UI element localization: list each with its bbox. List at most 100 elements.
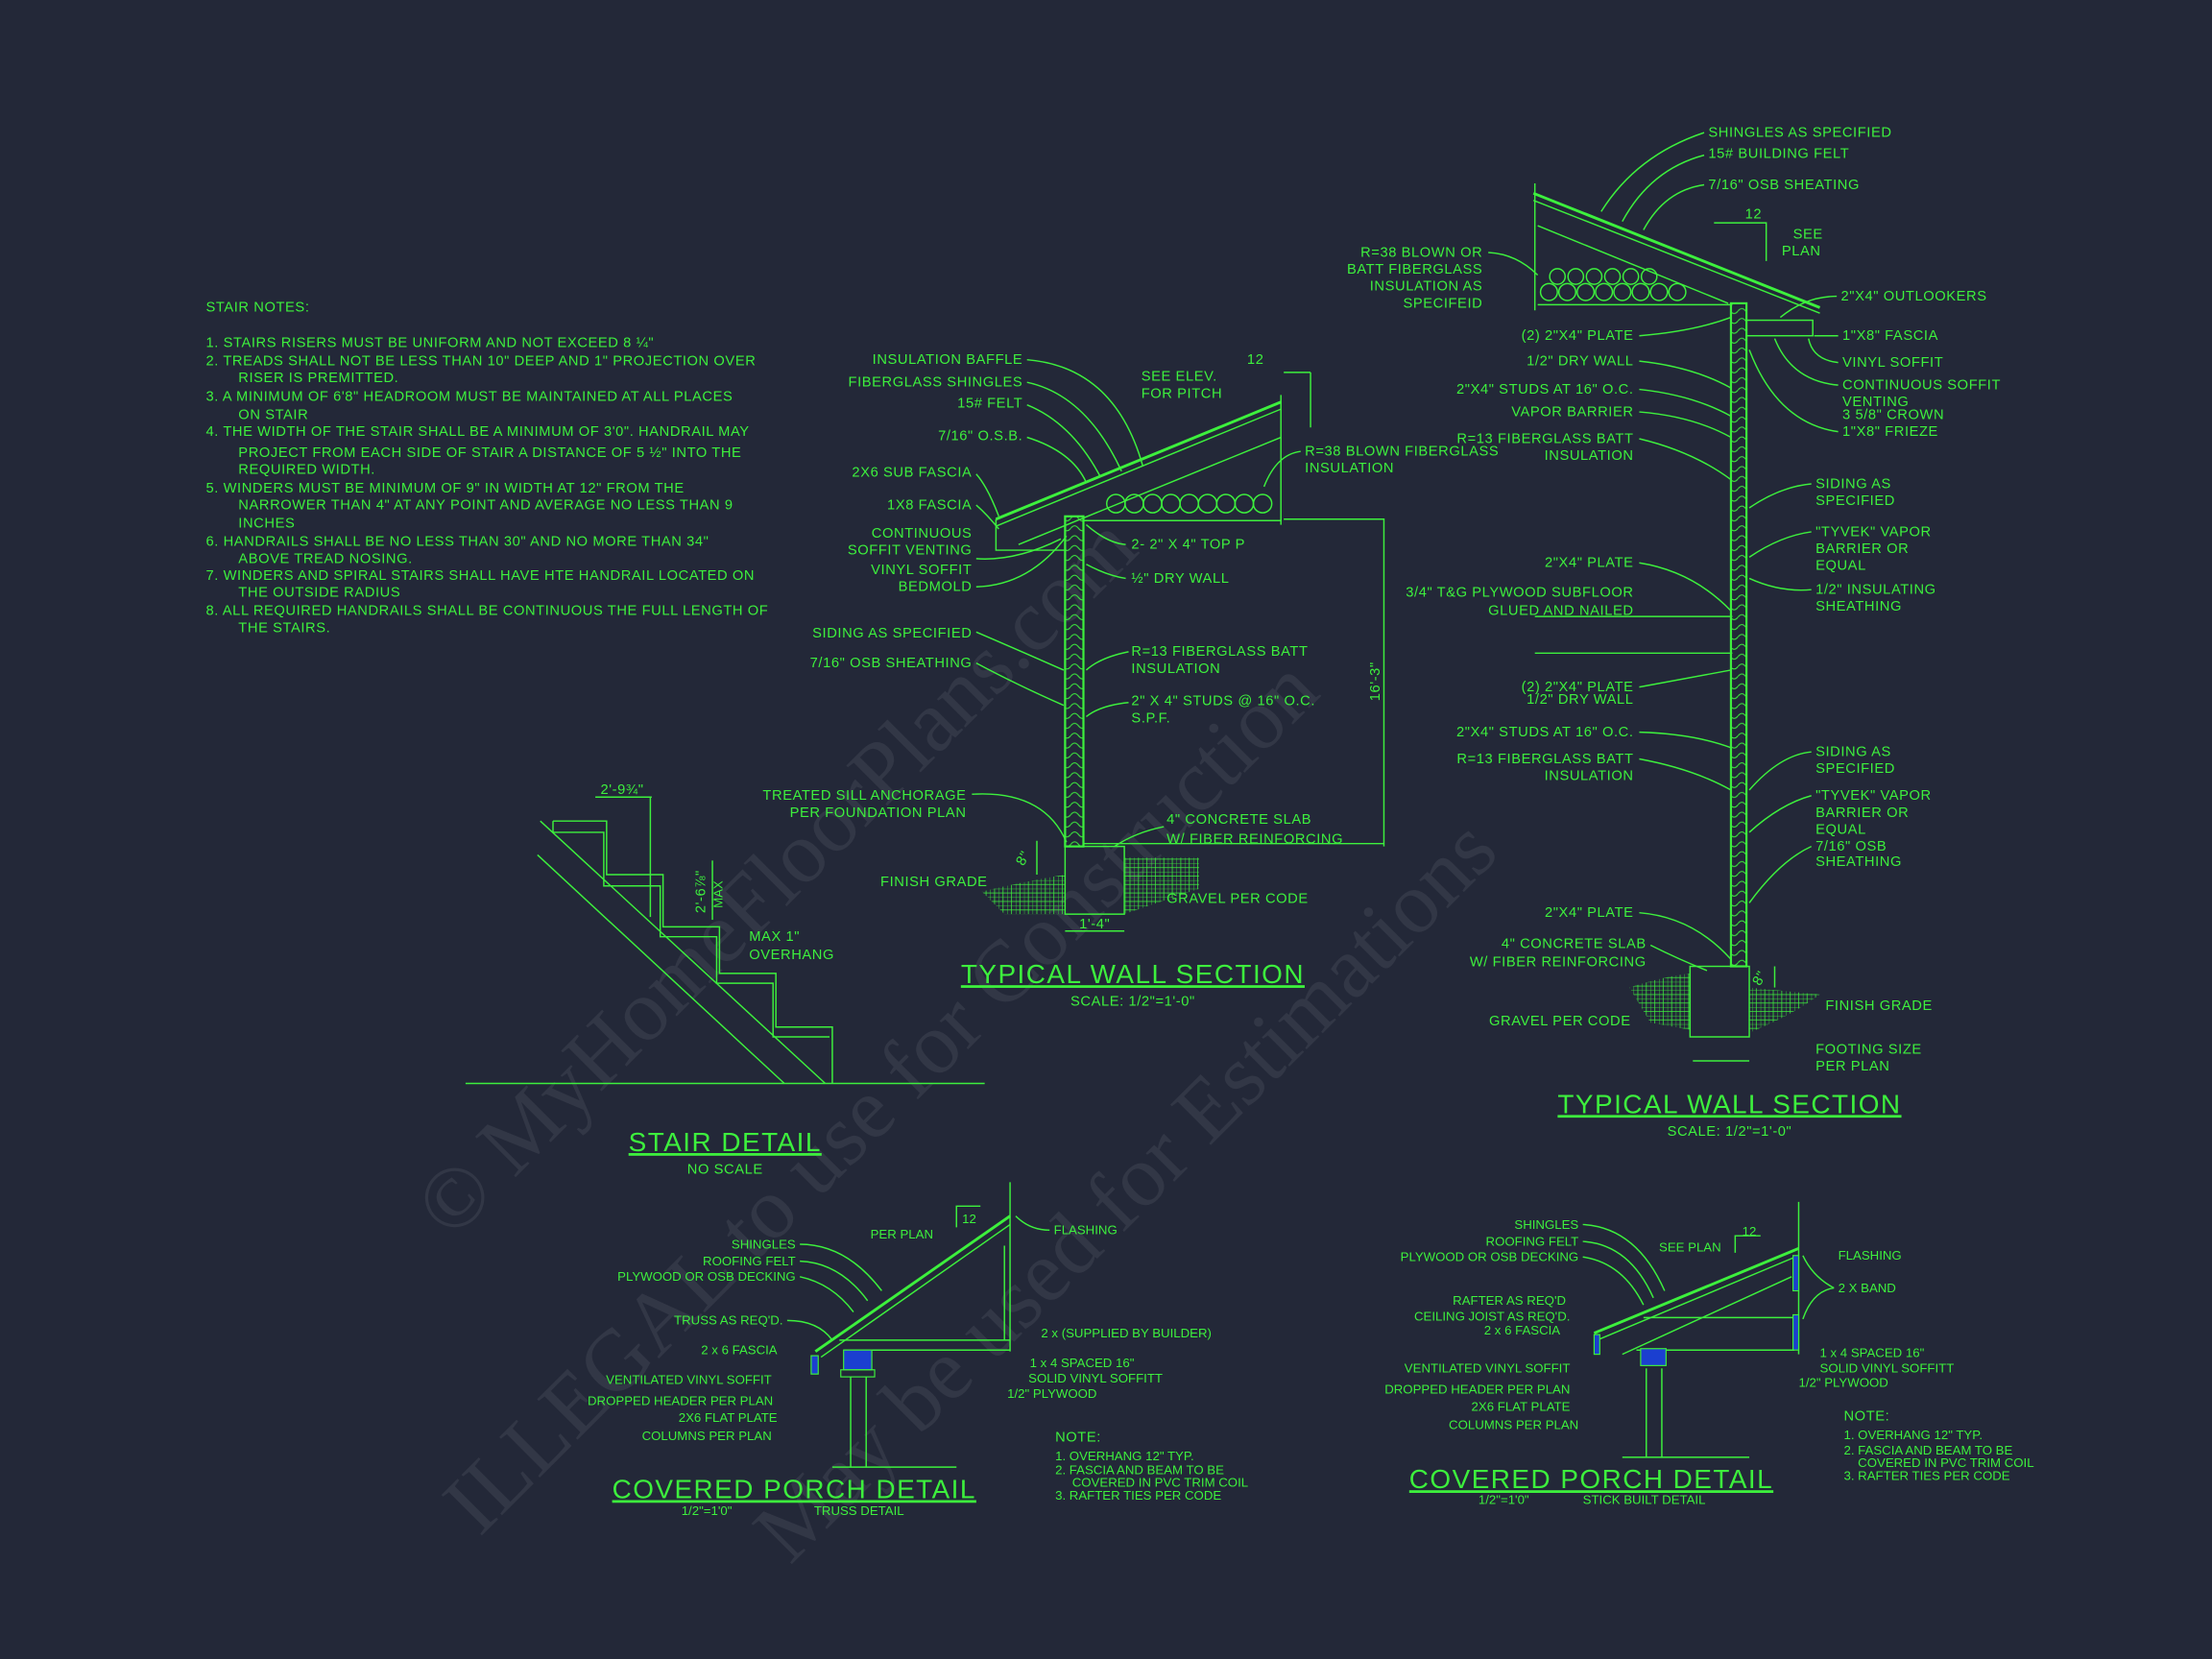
label: 12 <box>1745 207 1763 223</box>
label: DROPPED HEADER PER PLAN <box>1384 1382 1570 1397</box>
label: 3 5/8" CROWN <box>1842 407 1944 422</box>
label: 2"X4" OUTLOOKERS <box>1841 289 1987 304</box>
dimension-label: 16'-3" <box>1368 661 1383 701</box>
label: SPECIFEID <box>1403 296 1482 311</box>
stair-note-line: 6. HANDRAILS SHALL BE NO LESS THAN 30" A… <box>206 535 709 550</box>
note-line: 2. FASCIA AND BEAM TO BE <box>1843 1443 2012 1457</box>
label: 2 x (SUPPLIED BY BUILDER) <box>1041 1326 1212 1340</box>
label: W/ FIBER REINFORCING <box>1166 832 1343 848</box>
stair-notes-title: STAIR NOTES: <box>206 301 310 316</box>
label: 1 x 4 SPACED 16" <box>1820 1346 1925 1360</box>
label: ROOFING FELT <box>1486 1234 1579 1248</box>
label: BARRIER OR <box>1815 805 1909 821</box>
label: R=38 BLOWN FIBERGLASS <box>1305 445 1499 460</box>
label: SHINGLES AS SPECIFIED <box>1708 126 1891 141</box>
label: 2"X4" PLATE <box>1545 905 1634 921</box>
label: 1"X8" FASCIA <box>1842 328 1938 344</box>
label: 15# FELT <box>957 397 1022 412</box>
label: 12 <box>1743 1224 1757 1238</box>
label: PER PLAN <box>871 1227 933 1241</box>
label: EQUAL <box>1815 559 1866 574</box>
label: GRAVEL PER CODE <box>1166 891 1309 906</box>
dimension-label: MAX <box>710 880 725 908</box>
stair-note-line: THE OUTSIDE RADIUS <box>238 586 400 601</box>
insulation-circles <box>1106 493 1273 514</box>
label: 2 x 6 FASCIA <box>1484 1323 1561 1337</box>
drawing-subtitle: TRUSS DETAIL <box>814 1503 904 1518</box>
drawing-scale: SCALE: 1/2"=1'-0" <box>1070 995 1195 1010</box>
label: INSULATION <box>1545 769 1634 784</box>
stair-note-line: RISER IS PREMITTED. <box>238 371 398 386</box>
stair-note-line: 8. ALL REQUIRED HANDRAILS SHALL BE CONTI… <box>206 604 769 619</box>
dimension-label: 2'-6⅞" <box>694 870 709 913</box>
stair-note-line: PROJECT FROM EACH SIDE OF STAIR A DISTAN… <box>238 445 741 461</box>
label: 2 X BAND <box>1839 1281 1896 1295</box>
label: "TYVEK" VAPOR <box>1815 524 1932 540</box>
label: SEE ELEV. <box>1142 370 1217 385</box>
label: OVERHANG <box>749 948 834 963</box>
wall-section-1-drawing <box>972 358 1385 932</box>
label: MAX 1" <box>749 929 800 945</box>
label: BEDMOLD <box>899 580 973 595</box>
dimension-label: 8" <box>1014 849 1034 869</box>
label: 2- 2" X 4" TOP P <box>1131 538 1245 553</box>
label: 1 x 4 SPACED 16" <box>1030 1356 1135 1370</box>
label: 2X6 FLAT PLATE <box>679 1410 778 1425</box>
label: GRAVEL PER CODE <box>1489 1014 1631 1029</box>
dimension-label: 2'-9¾" <box>600 782 643 798</box>
dimension-label: 8" <box>1750 969 1770 989</box>
label: CEILING JOIST AS REQ'D. <box>1414 1309 1570 1323</box>
label: FINISH GRADE <box>880 875 988 890</box>
label: FINISH GRADE <box>1825 998 1933 1014</box>
drawing-title: TYPICAL WALL SECTION <box>1557 1089 1901 1118</box>
label: "TYVEK" VAPOR <box>1815 788 1932 804</box>
label: 1/2" PLYWOOD <box>1798 1375 1887 1389</box>
label: GLUED AND NAILED <box>1488 604 1633 619</box>
label: FOOTING SIZE <box>1815 1043 1922 1058</box>
label: 1/2" PLYWOOD <box>1007 1386 1096 1401</box>
label: 1/2" INSULATING <box>1815 583 1936 598</box>
label: TRUSS AS REQ'D. <box>674 1313 782 1328</box>
drawing-scale: 1/2"=1'0" <box>1479 1492 1529 1506</box>
stair-note-line: REQUIRED WIDTH. <box>238 463 375 478</box>
note-line: 2. FASCIA AND BEAM TO BE <box>1055 1463 1224 1478</box>
note-line: COVERED IN PVC TRIM COIL <box>1072 1476 1248 1490</box>
label: INSULATION <box>1131 661 1220 677</box>
drawing-subtitle: STICK BUILT DETAIL <box>1583 1492 1706 1506</box>
label: SPECIFIED <box>1815 761 1895 777</box>
label: ½" DRY WALL <box>1131 571 1229 587</box>
label: DROPPED HEADER PER PLAN <box>588 1394 773 1408</box>
label: 12 <box>1247 352 1264 368</box>
label: VENTILATED VINYL SOFFIT <box>606 1372 772 1386</box>
label: PER PLAN <box>1815 1059 1889 1074</box>
label: RAFTER AS REQ'D <box>1453 1293 1566 1308</box>
label: SEE <box>1793 227 1823 242</box>
label: R=38 BLOWN OR <box>1360 245 1482 260</box>
label: PLYWOOD OR OSB DECKING <box>1401 1250 1579 1264</box>
label: 1/2" DRY WALL <box>1527 354 1633 370</box>
label: PLYWOOD OR OSB DECKING <box>617 1269 796 1284</box>
label: INSULATION <box>1305 461 1394 476</box>
label: 12 <box>962 1212 976 1226</box>
label: SIDING AS SPECIFIED <box>812 626 972 641</box>
dimension-label: 1'-4" <box>1079 917 1110 932</box>
label: 2X6 SUB FASCIA <box>852 466 972 481</box>
stair-note-line: ON STAIR <box>238 407 308 422</box>
porch-truss-drawing <box>786 1182 1050 1468</box>
label: 4" CONCRETE SLAB <box>1166 812 1311 828</box>
label: SOFFIT VENTING <box>848 542 973 558</box>
label: SPECIFIED <box>1815 493 1895 509</box>
stair-note-line: 3. A MINIMUM OF 6'8" HEADROOM MUST BE MA… <box>206 389 733 404</box>
label: FLASHING <box>1054 1223 1118 1238</box>
drawing-scale: 1/2"=1'0" <box>682 1503 733 1518</box>
note-line: 3. RAFTER TIES PER CODE <box>1055 1488 1221 1503</box>
label: ROOFING FELT <box>703 1254 796 1268</box>
label: PLAN <box>1782 244 1821 259</box>
stair-note-line: ABOVE TREAD NOSING. <box>238 551 412 566</box>
label: VAPOR BARRIER <box>1511 404 1633 420</box>
stair-note-line: 2. TREADS SHALL NOT BE LESS THAN 10" DEE… <box>206 354 757 370</box>
label: VENTING <box>1842 395 1909 410</box>
insulation-circles <box>1539 268 1687 301</box>
label: SHINGLES <box>1514 1217 1578 1232</box>
